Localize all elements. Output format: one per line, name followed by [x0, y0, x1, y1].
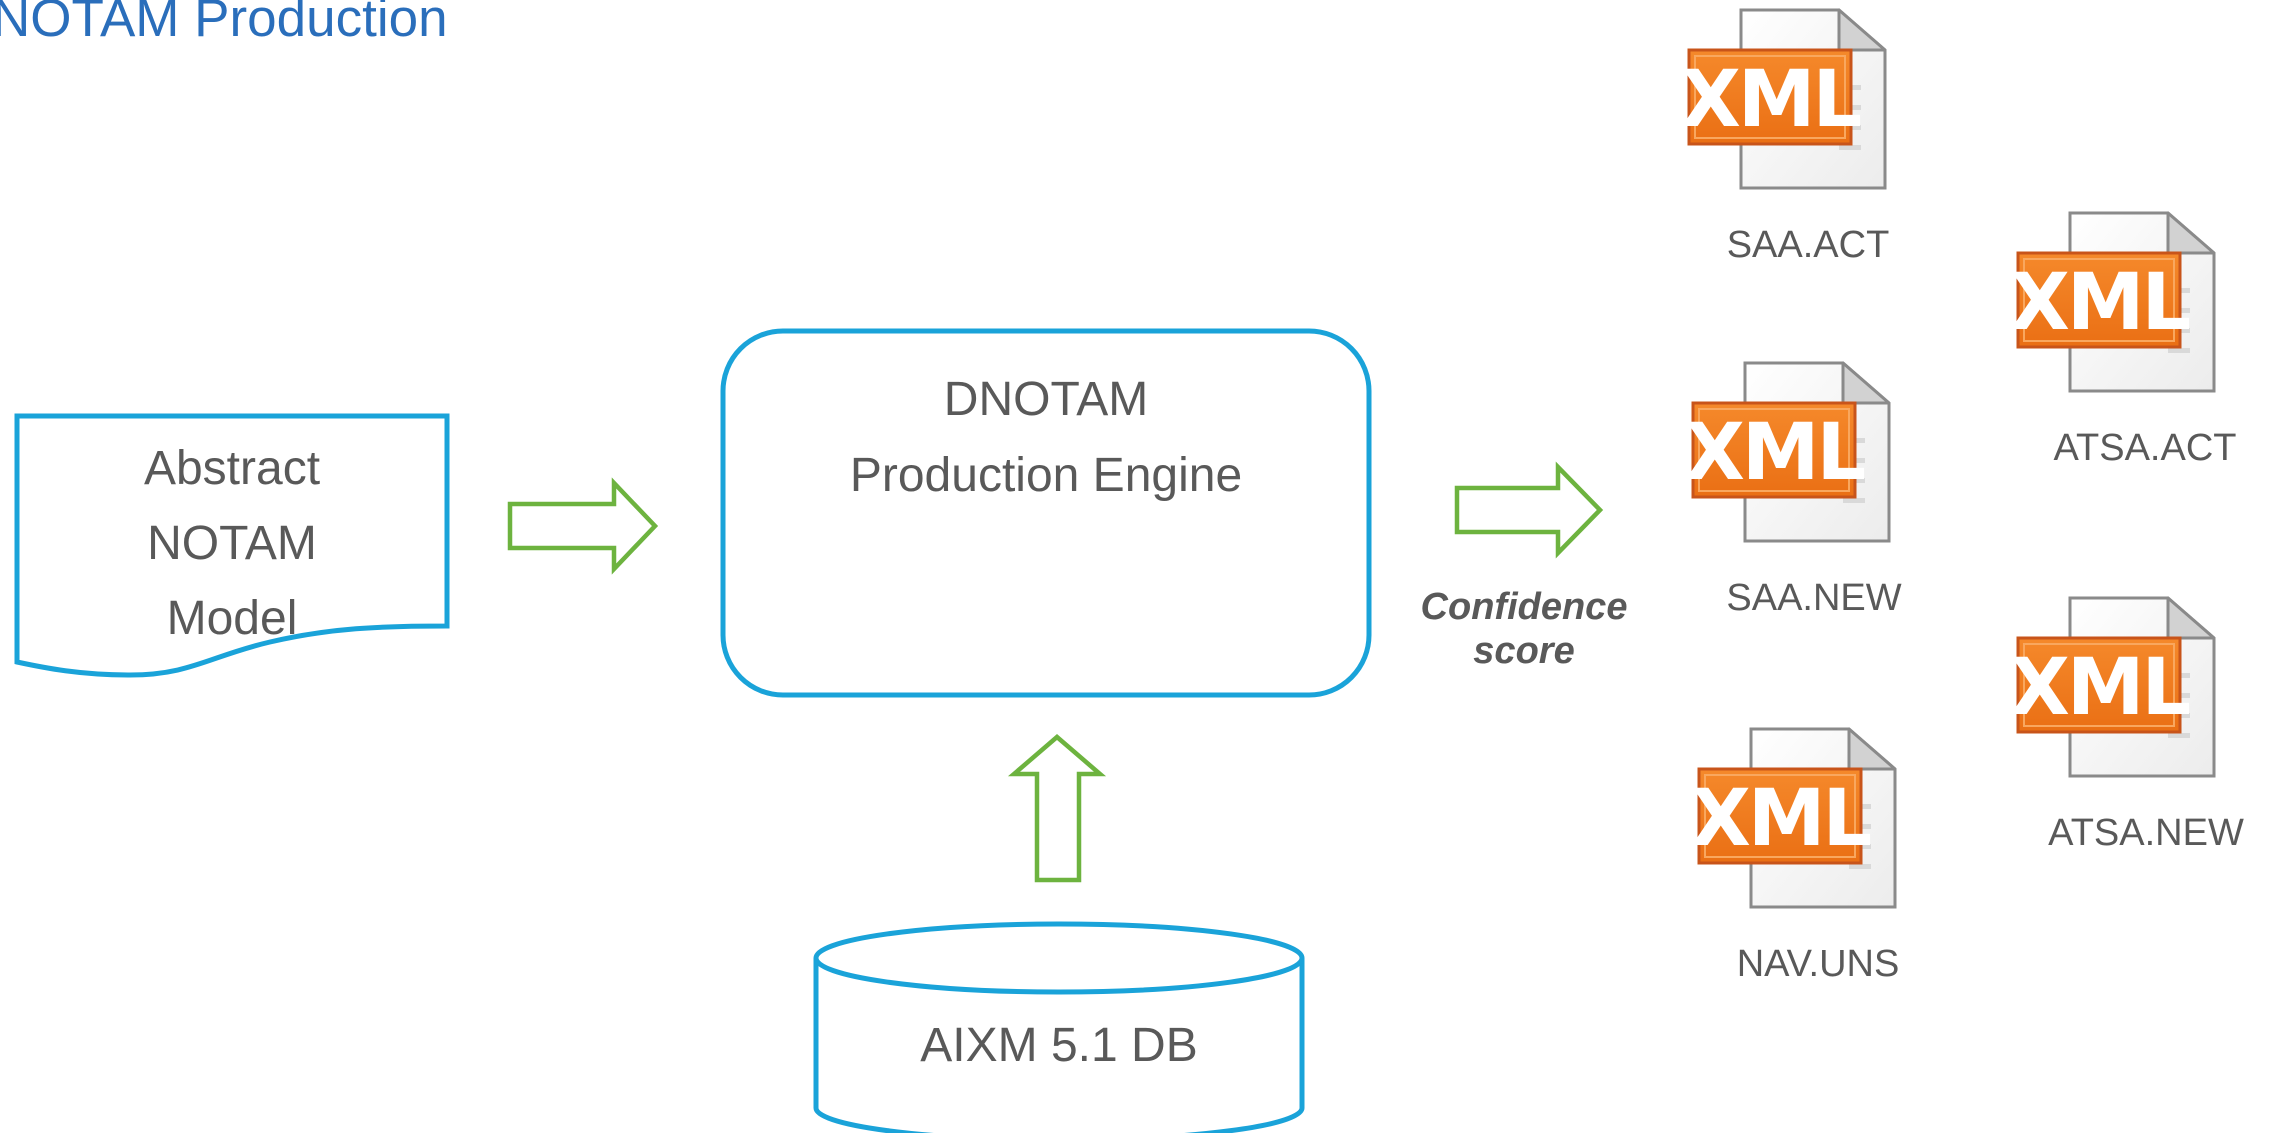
engine-line-2: Production Engine: [850, 449, 1242, 502]
page-title: NOTAM Production: [0, 0, 448, 48]
xml-file-atsa-new: XML ATSA.NEW: [2010, 596, 2244, 854]
abstract-model-line-2: NOTAM: [147, 517, 317, 570]
confidence-score-line-2: score: [1473, 630, 1574, 672]
xml-file-saa-new: XML SAA.NEW: [1685, 361, 1902, 619]
database-label: AIXM 5.1 DB: [920, 1019, 1197, 1072]
xml-badge-text: XML: [2010, 258, 2190, 348]
xml-file-saa-act: XML SAA.ACT: [1681, 8, 1890, 266]
arrow-engine-to-outputs: [1454, 461, 1604, 559]
aixm-database-node: AIXM 5.1 DB: [813, 921, 1305, 1133]
arrow-db-to-engine: [1007, 734, 1107, 883]
abstract-model-line-3: Model: [167, 592, 298, 645]
abstract-notam-model-node: Abstract NOTAM Model: [14, 413, 450, 678]
engine-line-1: DNOTAM: [944, 373, 1148, 426]
xml-file-atsa-act: XML ATSA.ACT: [2010, 211, 2237, 469]
file-label-saa-new: SAA.NEW: [1726, 577, 1901, 619]
file-label-nav-uns: NAV.UNS: [1737, 943, 1900, 985]
abstract-model-line-1: Abstract: [144, 442, 320, 495]
production-engine-node: DNOTAM Production Engine: [720, 328, 1372, 698]
file-label-atsa-new: ATSA.NEW: [2048, 812, 2244, 854]
xml-badge-text: XML: [1685, 408, 1865, 498]
xml-badge-text: XML: [1681, 55, 1861, 145]
file-label-saa-act: SAA.ACT: [1727, 224, 1890, 266]
confidence-score-line-1: Confidence: [1421, 586, 1628, 628]
database-top: [813, 921, 1305, 995]
xml-badge-text: XML: [2010, 643, 2190, 733]
xml-file-nav-uns: XML NAV.UNS: [1691, 727, 1900, 985]
document-wave-icon: [14, 413, 450, 678]
database-cylinder-icon: [813, 958, 1305, 1133]
engine-box: [720, 328, 1372, 698]
arrow-model-to-engine: [507, 477, 659, 575]
xml-badge-text: XML: [1691, 774, 1871, 864]
file-label-atsa-act: ATSA.ACT: [2054, 427, 2237, 469]
